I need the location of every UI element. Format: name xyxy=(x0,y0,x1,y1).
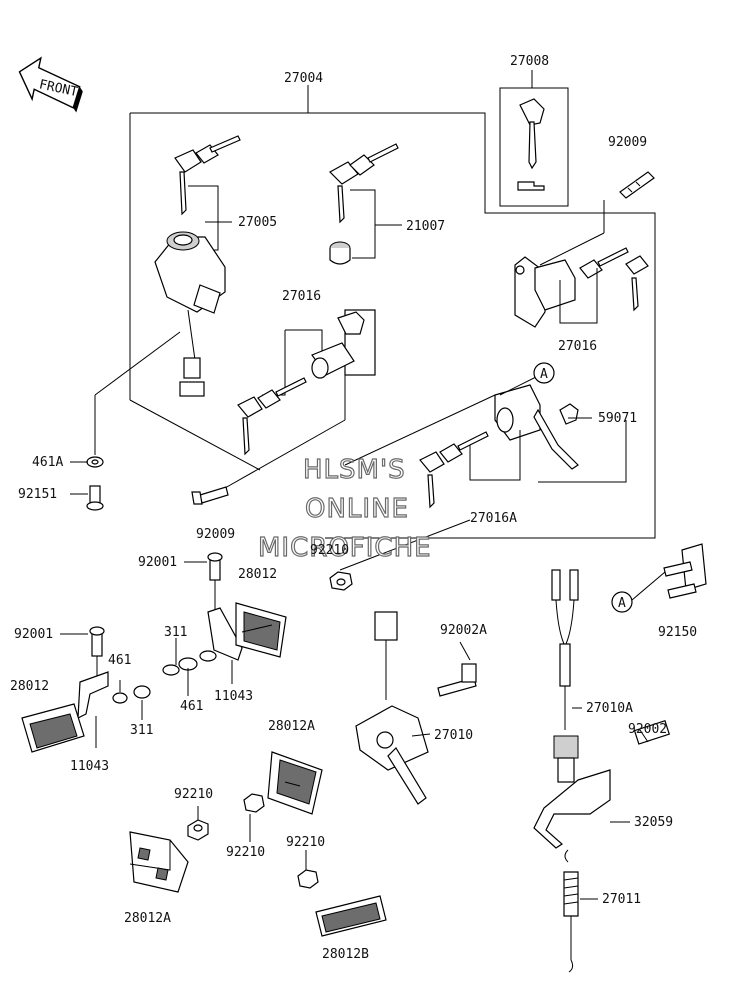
seat-lock-27016A xyxy=(339,374,627,571)
label-461A: 461A xyxy=(32,455,63,470)
watermark-line-3: MICROFICHE xyxy=(258,533,432,563)
watermark: HLSM'S ONLINE MICROFICHE xyxy=(257,454,432,563)
reflector-28012-left xyxy=(21,626,151,753)
part-labels: 27004 27008 92009 27005 21007 27016 2701… xyxy=(10,54,697,962)
label-311-b: 311 xyxy=(130,723,153,738)
sensor-27010A xyxy=(533,569,671,849)
label-92001-mid: 92001 xyxy=(138,555,177,570)
reflector-28012A-center xyxy=(187,751,323,841)
screw-92009-bottom xyxy=(191,486,229,505)
reflector-28012B xyxy=(297,869,387,937)
label-28012A-bottom: 28012A xyxy=(124,911,171,926)
spring-27011 xyxy=(563,849,579,973)
label-28012-left: 28012 xyxy=(10,679,49,694)
label-28012B: 28012B xyxy=(322,947,369,962)
screw-92009-top xyxy=(539,171,655,266)
label-27010: 27010 xyxy=(434,728,473,743)
label-92210-l3: 92210 xyxy=(286,835,325,850)
label-92002: 92002 xyxy=(628,722,667,737)
label-28012A-mid: 28012A xyxy=(268,719,315,734)
label-27011: 27011 xyxy=(602,892,641,907)
label-311-a: 311 xyxy=(164,625,187,640)
label-11043-left: 11043 xyxy=(70,759,109,774)
label-27008: 27008 xyxy=(510,54,549,69)
reflector-28012A-left xyxy=(129,831,189,893)
circle-a-top: A xyxy=(533,362,555,384)
circle-a-right-label: A xyxy=(618,596,626,611)
assembly-outline xyxy=(129,70,656,539)
label-27010A: 27010A xyxy=(586,701,633,716)
label-92009-top: 92009 xyxy=(608,135,647,150)
label-59071: 59071 xyxy=(598,411,637,426)
key-blank xyxy=(517,98,545,191)
label-21007: 21007 xyxy=(406,219,445,234)
label-11043-mid: 11043 xyxy=(214,689,253,704)
leader-lines xyxy=(60,221,649,900)
label-92002A: 92002A xyxy=(440,623,487,638)
watermark-line-1: HLSM'S xyxy=(303,455,406,485)
circle-a-top-label: A xyxy=(540,367,548,382)
reflector-28012-center xyxy=(162,552,287,676)
label-92150: 92150 xyxy=(658,625,697,640)
label-92210-l2: 92210 xyxy=(226,845,265,860)
label-461-b: 461 xyxy=(180,699,203,714)
label-27004: 27004 xyxy=(284,71,323,86)
switch-27010 xyxy=(355,611,477,805)
label-32059: 32059 xyxy=(634,815,673,830)
front-arrow: FRONT xyxy=(18,56,83,113)
label-27005: 27005 xyxy=(238,215,277,230)
washer-461A xyxy=(86,456,104,468)
plate-92150 xyxy=(631,543,707,601)
label-28012-mid: 28012 xyxy=(238,567,277,582)
helmet-lock-27016-center xyxy=(224,309,376,489)
ignition-switch-27005 xyxy=(94,135,241,455)
label-92210-mid: 92210 xyxy=(310,543,349,558)
watermark-line-2: ONLINE xyxy=(305,494,409,524)
label-92009-bottom: 92009 xyxy=(196,527,235,542)
label-461-a: 461 xyxy=(108,653,131,668)
label-92210-l1: 92210 xyxy=(174,787,213,802)
label-92001-left: 92001 xyxy=(14,627,53,642)
label-27016-right: 27016 xyxy=(558,339,597,354)
nut-92210-center xyxy=(329,571,353,591)
bolt-92151 xyxy=(86,485,104,511)
label-92151: 92151 xyxy=(18,487,57,502)
label-27016-top: 27016 xyxy=(282,289,321,304)
helmet-lock-27016-right xyxy=(514,247,649,328)
circle-a-right: A xyxy=(611,591,633,613)
label-27016A: 27016A xyxy=(470,511,517,526)
lock-cylinder-21007 xyxy=(329,143,399,265)
